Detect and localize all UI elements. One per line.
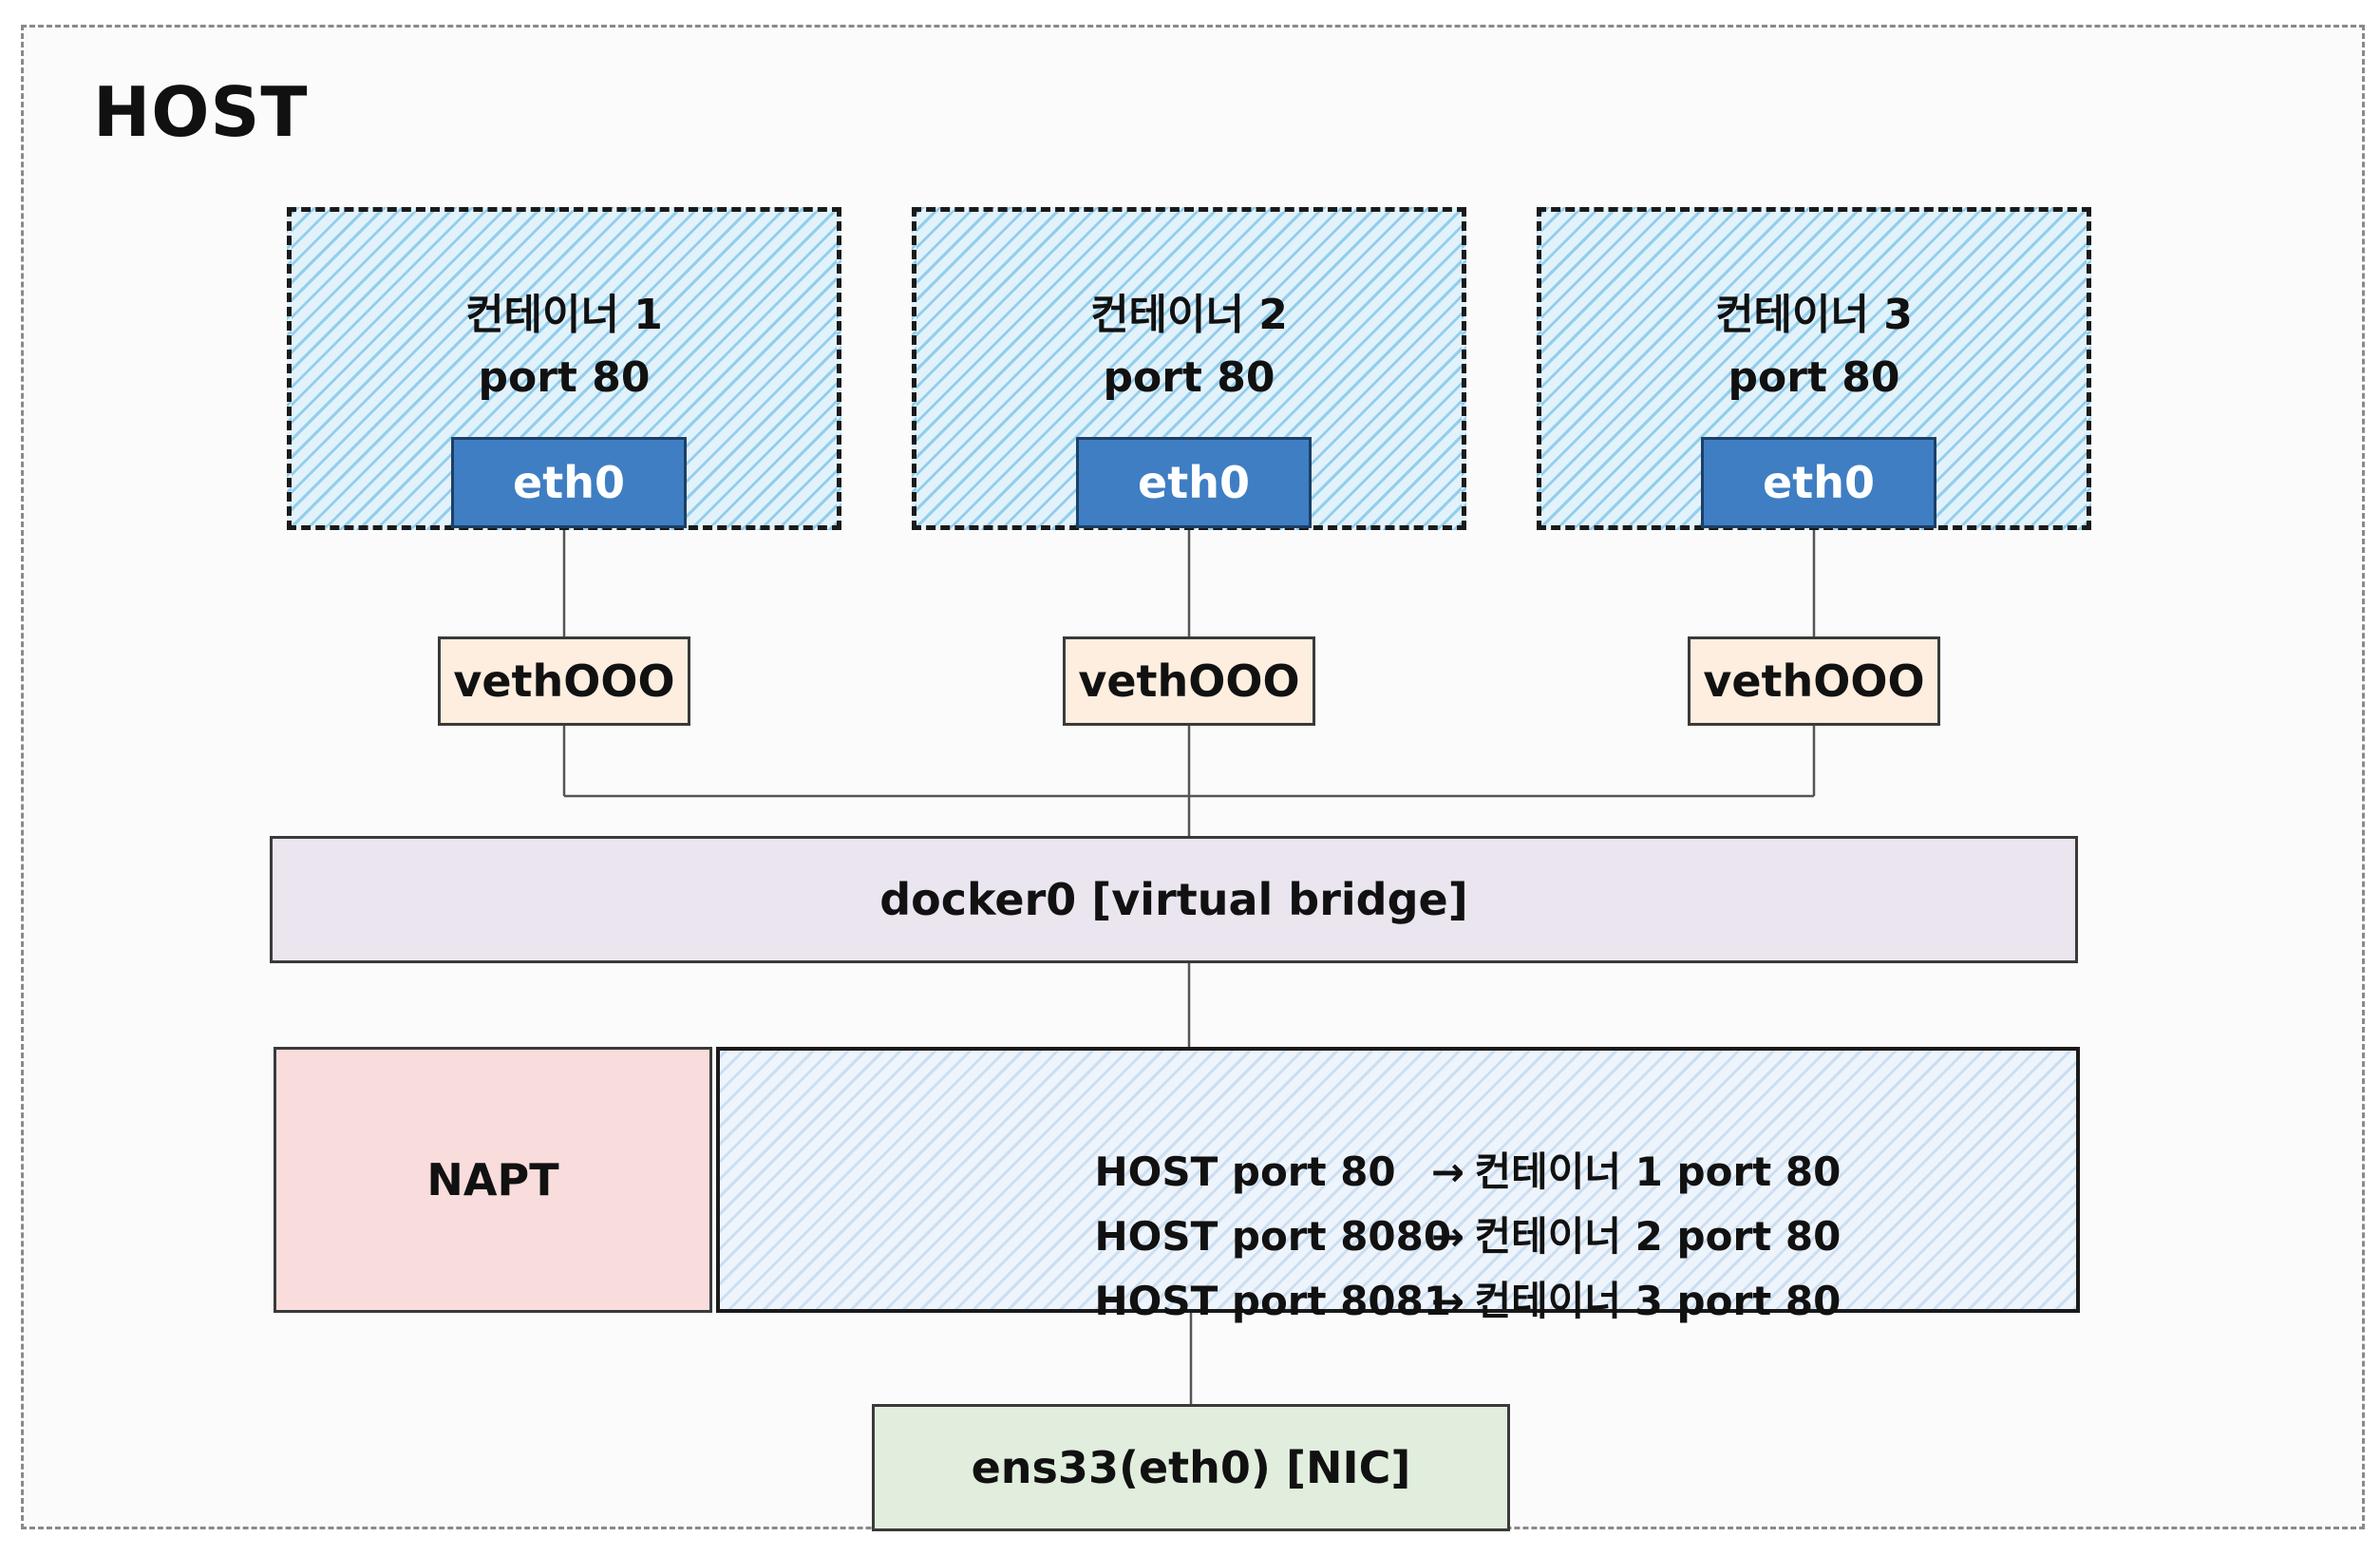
napt-rules-box: HOST port 80→컨테이너 1 port 80 HOST port 80… <box>716 1047 2080 1324</box>
napt-rule-1-source: HOST port 80 <box>1094 1148 1396 1195</box>
napt-box: NAPT <box>274 1047 712 1313</box>
docker0-bridge-box: docker0 [virtual bridge] <box>270 836 2078 963</box>
container-2-port: port 80 <box>1103 353 1275 402</box>
container-2-label: 컨테이너 2 port 80 <box>916 284 1462 409</box>
napt-rule-3-source: HOST port 8081 <box>1094 1278 1452 1324</box>
host-title: HOST <box>93 72 309 152</box>
napt-rule-1-arrow: → <box>1430 1148 1465 1195</box>
napt-rule-3: HOST port 8081→컨테이너 3 port 80 <box>1039 1216 1842 1324</box>
container-1-name: 컨테이너 1 <box>465 291 663 339</box>
container-2-name: 컨테이너 2 <box>1090 291 1288 339</box>
container-3-box: 컨테이너 3 port 80 eth0 <box>1537 207 2091 530</box>
container-1-port: port 80 <box>478 353 651 402</box>
veth-3-box: vethOOO <box>1688 636 1940 726</box>
container-2-box: 컨테이너 2 port 80 eth0 <box>912 207 1466 530</box>
napt-rule-3-destination: 컨테이너 3 port 80 <box>1474 1278 1842 1324</box>
veth-1-box: vethOOO <box>438 636 690 726</box>
container-2-eth0: eth0 <box>1076 437 1312 528</box>
napt-rule-2-source: HOST port 8080 <box>1094 1213 1452 1260</box>
napt-rule-2-destination: 컨테이너 2 port 80 <box>1474 1213 1842 1260</box>
napt-rule-1-destination: 컨테이너 1 port 80 <box>1474 1148 1842 1195</box>
container-1-label: 컨테이너 1 port 80 <box>292 284 837 409</box>
veth-2-box: vethOOO <box>1063 636 1315 726</box>
napt-rule-1: HOST port 80 →컨테이너 1 port 80 <box>1039 1087 1842 1195</box>
napt-rule-2: HOST port 8080→컨테이너 2 port 80 <box>1039 1151 1842 1260</box>
container-1-eth0: eth0 <box>451 437 687 528</box>
container-1-box: 컨테이너 1 port 80 eth0 <box>287 207 841 530</box>
napt-rule-2-arrow: → <box>1430 1213 1465 1260</box>
container-3-eth0: eth0 <box>1701 437 1936 528</box>
napt-rule-3-arrow: → <box>1430 1278 1465 1324</box>
nic-box: ens33(eth0) [NIC] <box>872 1404 1510 1531</box>
container-3-label: 컨테이너 3 port 80 <box>1541 284 2087 409</box>
container-3-name: 컨테이너 3 <box>1715 291 1913 339</box>
container-3-port: port 80 <box>1728 353 1900 402</box>
